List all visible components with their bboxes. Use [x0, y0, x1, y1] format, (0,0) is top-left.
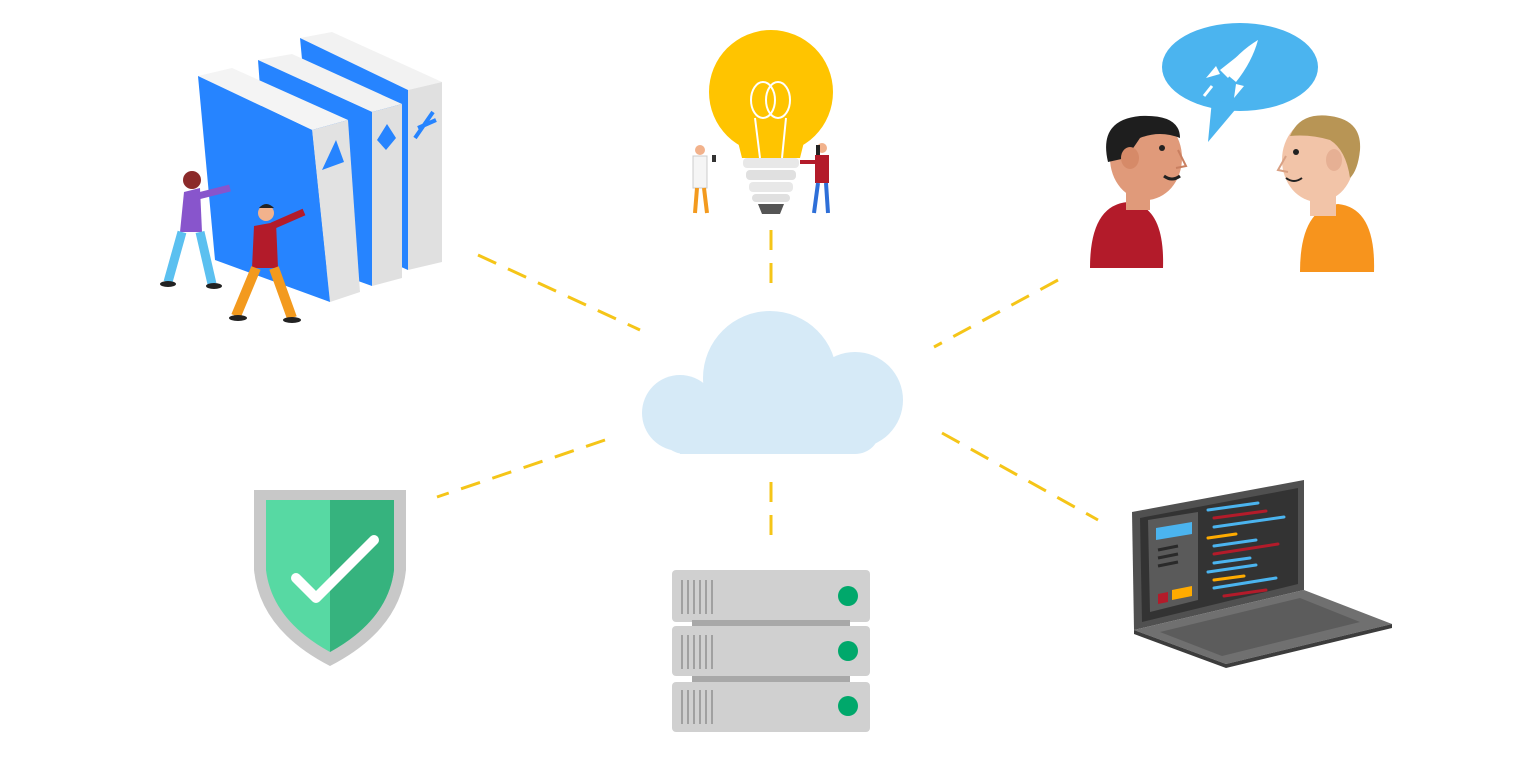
- server-status-light: [838, 641, 858, 661]
- connector-development: [941, 431, 1099, 522]
- person-left: [1090, 115, 1188, 268]
- server-status-light: [838, 586, 858, 606]
- lightbulb-icon: [692, 30, 833, 214]
- server-status-light: [838, 696, 858, 716]
- speech-bubble-rocket-icon: [1162, 23, 1318, 142]
- person-pushing-2: [229, 204, 306, 323]
- atlassian-products-books-icon: [160, 32, 442, 323]
- cloud-icon: [642, 311, 903, 454]
- connector-products: [477, 253, 641, 332]
- shield-check-icon: [254, 490, 406, 666]
- person-scientist: [692, 145, 716, 214]
- person-right: [1276, 115, 1375, 272]
- people-talking-icon: [1090, 23, 1375, 272]
- server-rack-icon: [672, 570, 870, 732]
- connector-security: [436, 438, 606, 499]
- connectors: [436, 230, 1099, 543]
- person-presenter: [800, 143, 830, 214]
- person-pushing-1: [160, 171, 231, 289]
- connector-collaboration: [933, 278, 1059, 349]
- laptop-code-icon: [1132, 480, 1392, 668]
